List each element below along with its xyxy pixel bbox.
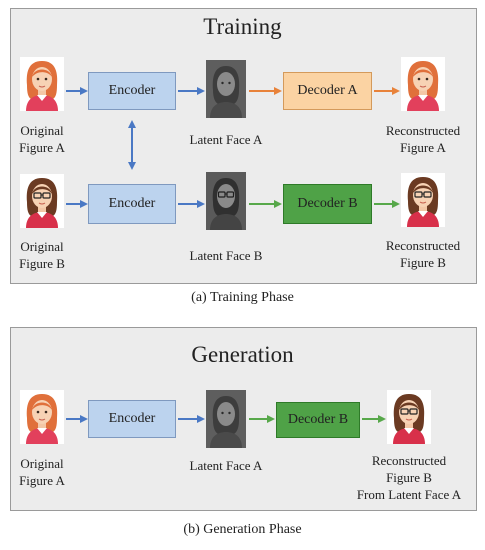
woman-avatar-icon (401, 56, 445, 112)
encoder-b-box: Encoder (88, 184, 176, 224)
latent-face-icon (206, 390, 246, 448)
woman-avatar-icon (20, 56, 64, 112)
generation-caption: (b) Generation Phase (183, 522, 302, 537)
woman-glasses-avatar-icon (387, 389, 431, 445)
latent-face-glasses-icon (206, 172, 246, 230)
woman-glasses-avatar-icon (401, 172, 445, 228)
training-title: Training (203, 14, 282, 39)
encoder-box: Encoder (88, 400, 176, 438)
decoder-a-box: Decoder A (283, 72, 372, 110)
generation-title: Generation (191, 342, 294, 367)
training-caption: (a) Training Phase (191, 290, 294, 305)
woman-glasses-avatar-icon (20, 173, 64, 229)
decoder-b-box: Decoder B (276, 402, 360, 438)
decoder-b-box: Decoder B (283, 184, 372, 224)
latent-face-a-label: Latent Face A (189, 458, 263, 473)
training-panel (10, 8, 477, 284)
latent-face-b-label: Latent Face B (189, 248, 263, 263)
encoder-a-box: Encoder (88, 72, 176, 110)
latent-face-a-label: Latent Face A (189, 132, 263, 147)
latent-face-icon (206, 60, 246, 118)
woman-avatar-icon (20, 389, 64, 445)
